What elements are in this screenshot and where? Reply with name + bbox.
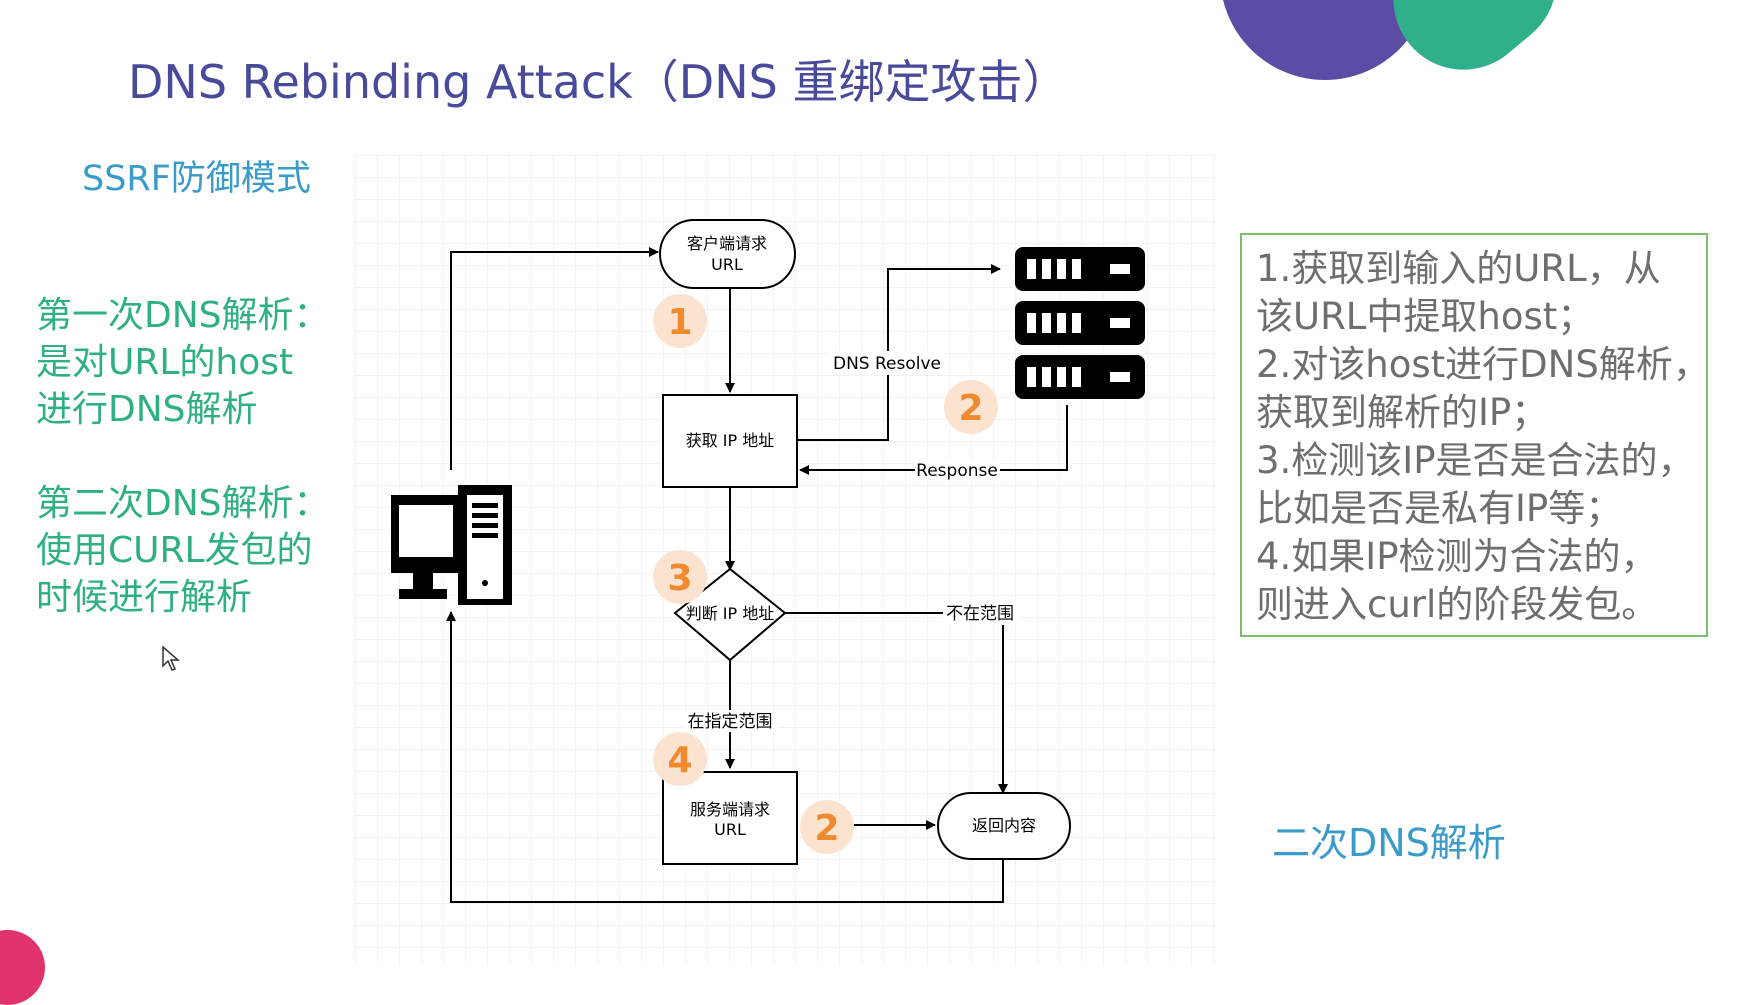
svg-text:4: 4 xyxy=(667,740,692,781)
node-get-ip-label: 获取 IP 地址 xyxy=(686,431,775,450)
svg-text:2: 2 xyxy=(958,388,983,429)
step-line: 获取到解析的IP； xyxy=(1256,391,1549,434)
second-dns-resolution-note: 第二次DNS解析： 使用CURL发包的 时候进行解析 xyxy=(36,480,330,621)
step-line: 3.检测该IP是否是合法的， xyxy=(1256,439,1695,482)
svg-text:1: 1 xyxy=(667,302,692,343)
edge-label-dns-resolve: DNS Resolve xyxy=(833,354,941,374)
step-badge: 2 xyxy=(944,380,998,434)
second-dns-resolution-label: 二次DNS解析 xyxy=(1272,821,1506,865)
edge-return-to-computer xyxy=(446,611,1004,903)
second-dns-line: 第二次DNS解析： xyxy=(36,483,330,524)
node-server-request xyxy=(662,771,798,865)
step-line: 1.获取到输入的URL，从 xyxy=(1256,247,1661,290)
dns-rebinding-flow-diagram: DNS Resolve Response 不在范围 在指定范围 客户端请求 UR… xyxy=(355,155,1215,965)
computer-icon xyxy=(391,485,512,605)
edge-label-response: Response xyxy=(916,461,998,481)
second-dns-line: 时候进行解析 xyxy=(36,577,253,618)
step-line: 比如是否是私有IP等； xyxy=(1256,487,1623,530)
svg-text:2: 2 xyxy=(814,808,839,849)
step-badge: 1 xyxy=(653,294,707,348)
edge-response xyxy=(799,405,1068,475)
first-dns-line: 第一次DNS解析： xyxy=(36,295,330,336)
edge-label-out-of-range: 不在范围 xyxy=(946,604,1014,624)
node-client-request-label: URL xyxy=(711,255,743,274)
edge-label-in-range: 在指定范围 xyxy=(688,712,773,732)
step-badge: 2 xyxy=(800,800,854,854)
server-rack-icon xyxy=(1015,247,1145,399)
node-server-request-label: URL xyxy=(714,820,746,839)
first-dns-line: 进行DNS解析 xyxy=(36,389,258,430)
step-badge: 3 xyxy=(653,550,707,604)
node-client-request-label: 客户端请求 xyxy=(687,234,767,253)
node-return-content-label: 返回内容 xyxy=(972,816,1036,835)
node-server-request-label: 服务端请求 xyxy=(690,800,770,819)
node-check-ip-label: 判断 IP 地址 xyxy=(686,604,775,623)
ssrf-defense-heading: SSRF防御模式 xyxy=(82,159,311,199)
defense-steps-box: 1.获取到输入的URL，从 该URL中提取host； 2.对该host进行DNS… xyxy=(1240,233,1710,637)
step-line: 4.如果IP检测为合法的， xyxy=(1256,535,1658,578)
node-get-ip xyxy=(662,394,798,488)
node-client-request xyxy=(659,219,796,289)
cursor-icon xyxy=(162,646,180,671)
step-line: 2.对该host进行DNS解析， xyxy=(1256,343,1710,386)
slide-title: DNS Rebinding Attack（DNS 重绑定攻击） xyxy=(128,55,1069,109)
svg-text:3: 3 xyxy=(667,558,692,599)
first-dns-resolution-note: 第一次DNS解析： 是对URL的host 进行DNS解析 xyxy=(36,292,330,433)
second-dns-line: 使用CURL发包的 xyxy=(36,530,313,571)
step-badge: 4 xyxy=(653,732,707,786)
edge-computer-to-client xyxy=(450,247,659,470)
node-return-content xyxy=(937,792,1071,860)
step-line: 该URL中提取host； xyxy=(1256,295,1595,338)
step-line: 则进入curl的阶段发包。 xyxy=(1256,583,1659,626)
first-dns-line: 是对URL的host xyxy=(36,342,294,383)
